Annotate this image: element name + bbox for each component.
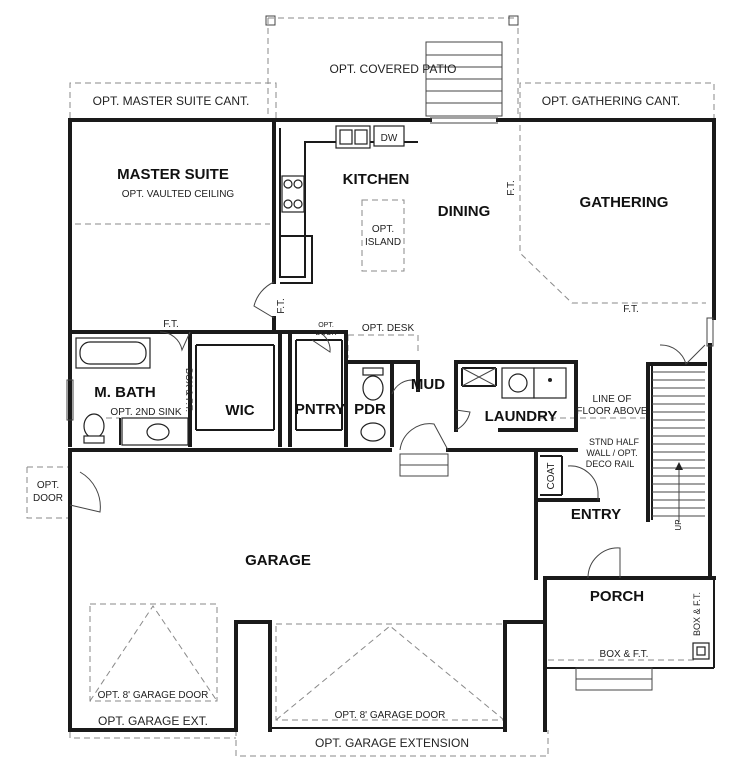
label-porch: PORCH: [590, 588, 644, 605]
toilet-pdr: [362, 375, 384, 401]
garage-door-swing-small: [89, 605, 218, 702]
garage-door-large: [275, 623, 505, 721]
exterior-walls: [68, 117, 716, 732]
label-m-bath: M. BATH: [94, 384, 155, 401]
label-opt-garage-door-large: OPT. 8' GARAGE DOOR: [335, 710, 446, 721]
opt-garage-extension-outline: [235, 730, 549, 757]
label-pdr: PDR: [354, 401, 386, 418]
label-line-floor-2: FLOOR ABOVE: [576, 406, 647, 417]
fixtures: [66, 125, 714, 446]
stair: [652, 371, 705, 522]
patio-steps: [425, 41, 503, 117]
label-box-ft-porch-vertical: BOX & F.T.: [692, 592, 702, 636]
opt-island: [361, 199, 405, 272]
label-master-suite: MASTER SUITE: [117, 166, 229, 183]
label-opt-garage-extension: OPT. GARAGE EXTENSION: [315, 736, 469, 750]
toilet-mbath: [83, 413, 105, 439]
label-opt-vaulted-ceiling: OPT. VAULTED CEILING: [122, 189, 235, 200]
label-ft-kitchen: F.T.: [276, 298, 287, 314]
label-opt-2nd-sink: OPT. 2ND SINK: [110, 407, 181, 418]
label-stnd-half-2: WALL / OPT.: [586, 448, 637, 458]
label-gathering: GATHERING: [580, 194, 669, 211]
label-ft-master: F.T.: [163, 319, 179, 330]
label-opt-door-small-2: DOOR: [316, 330, 337, 337]
label-dw: DW: [381, 133, 398, 144]
opt-desk-outline: [347, 334, 419, 358]
pdr-sink: [360, 422, 386, 442]
patio-post-left: [265, 15, 276, 26]
garage-door-swing-large: [275, 625, 505, 721]
dishwasher: [373, 125, 405, 147]
gathering-bay-dashed: [519, 125, 706, 304]
label-opt-door-small-1: OPT.: [318, 322, 334, 329]
label-opt-desk: OPT. DESK: [362, 323, 415, 334]
label-ft-gathering: F.T.: [623, 304, 639, 315]
door-swings: [69, 281, 706, 579]
label-box-ft-mbath: BOX & F.T.: [184, 368, 194, 412]
opt-garage-door-small: [89, 603, 218, 702]
labels: OPT. COVERED PATIO OPT. MASTER SUITE CAN…: [33, 62, 702, 750]
label-kitchen: KITCHEN: [343, 171, 410, 188]
interior-walls: [68, 118, 707, 580]
opt-garage-ext-outline: [69, 712, 236, 739]
label-opt-covered-patio: OPT. COVERED PATIO: [330, 62, 457, 76]
patio-post-right: [508, 15, 519, 26]
label-mud: MUD: [411, 376, 445, 393]
label-up: UP: [674, 519, 683, 530]
label-ft-gathering-vertical: F.T.: [506, 180, 517, 196]
label-coat: COAT: [546, 462, 557, 489]
mbath-sink: [146, 423, 170, 441]
label-opt-master-suite-cant: OPT. MASTER SUITE CANT.: [93, 94, 250, 108]
label-stnd-half-1: STND HALF: [589, 437, 640, 447]
label-laundry: LAUNDRY: [485, 408, 558, 425]
opt-door-outline: [26, 466, 70, 519]
label-opt-island-2: ISLAND: [365, 237, 401, 248]
label-pntry: PNTRY: [295, 401, 345, 418]
label-entry: ENTRY: [571, 506, 621, 523]
label-wic: WIC: [225, 402, 254, 419]
label-opt-island-1: OPT.: [372, 224, 394, 235]
label-opt-garage-ext: OPT. GARAGE EXT.: [98, 714, 208, 728]
label-dining: DINING: [438, 203, 491, 220]
label-line-floor-1: LINE OF: [593, 394, 632, 405]
label-box-ft-porch: BOX & F.T.: [600, 649, 649, 660]
label-stnd-half-3: DECO RAIL: [586, 459, 635, 469]
label-opt-door-2: DOOR: [33, 493, 63, 504]
label-opt-door-1: OPT.: [37, 480, 59, 491]
label-opt-gathering-cant: OPT. GATHERING CANT.: [542, 94, 680, 108]
label-opt-garage-door-small: OPT. 8' GARAGE DOOR: [98, 690, 209, 701]
label-garage: GARAGE: [245, 552, 311, 569]
gathering-cant-outline: [519, 82, 715, 118]
